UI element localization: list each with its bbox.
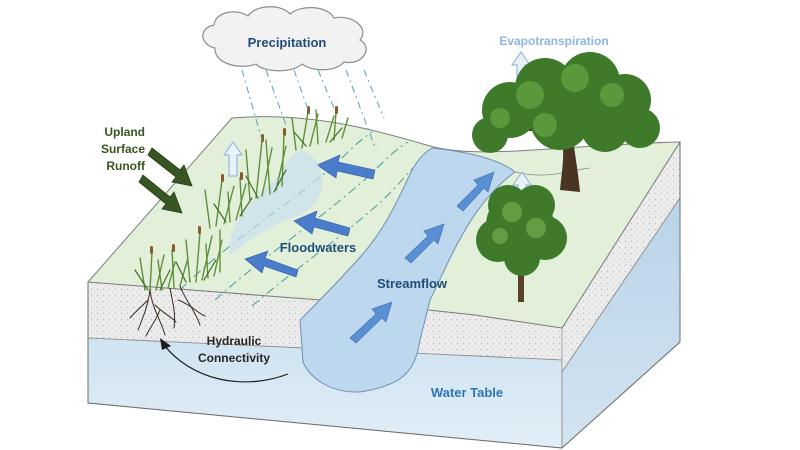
wetland-pool	[229, 150, 323, 255]
upland-runoff-arrow	[138, 174, 183, 214]
precipitation-rain	[241, 69, 385, 151]
hydraulic-connectivity-label-line2: Connectivity	[198, 351, 270, 365]
floodwater-arrow	[316, 154, 376, 180]
evapotranspiration-label: Evapotranspiration	[499, 34, 608, 48]
upland-runoff-label-line2: Surface	[101, 142, 145, 156]
streamflow-arrows	[349, 171, 495, 344]
tree-icon	[476, 185, 567, 302]
upland-runoff-arrow	[147, 147, 193, 187]
streamflow-label: Streamflow	[377, 276, 448, 291]
upland-runoff-arrows	[138, 147, 193, 214]
floodwater-arrow	[244, 250, 299, 278]
water-table-label: Water Table	[431, 385, 503, 400]
upland-runoff-label-line1: Upland	[104, 125, 145, 139]
evap-arrow	[223, 141, 243, 177]
roots-icon	[129, 285, 206, 337]
wetland-vegetation-icon	[134, 106, 349, 291]
floodwaters-label: Floodwaters	[280, 240, 357, 255]
hydraulic-connectivity-label-line1: Hydraulic	[207, 334, 262, 348]
cloud-icon	[202, 6, 367, 72]
floodwater-arrow	[293, 210, 351, 237]
upland-runoff-label-line3: Runoff	[106, 159, 146, 173]
floodwater-arrows	[244, 154, 376, 278]
precipitation-label: Precipitation	[248, 35, 327, 50]
hydraulic-connectivity-arrow	[160, 338, 289, 383]
tree-icon	[472, 52, 660, 192]
